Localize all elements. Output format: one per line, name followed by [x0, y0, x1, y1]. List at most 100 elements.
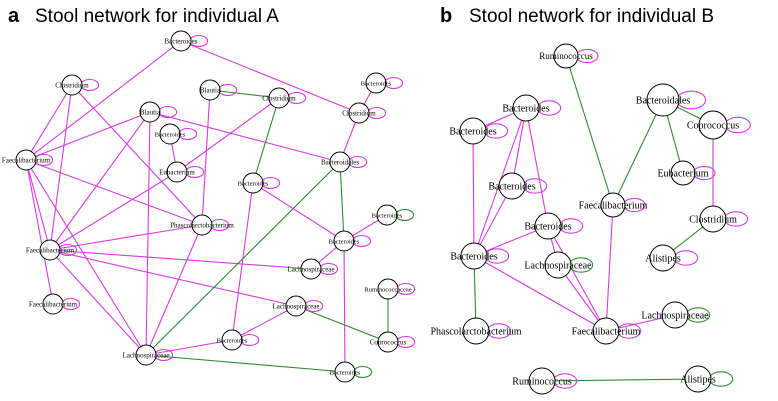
network-edge: [565, 55, 614, 206]
network-edge: [201, 89, 211, 226]
network-node: Bacteroides: [217, 329, 260, 351]
network-node: Faecalibacterium: [2, 149, 54, 171]
network-edge: [25, 111, 151, 161]
network-edge: [612, 99, 664, 206]
node-label: Faecalibacterium: [29, 300, 78, 308]
node-circle: [139, 101, 161, 123]
node-label: Clostridium: [55, 81, 89, 89]
node-label: Lachnospiraceae: [272, 302, 319, 310]
node-circle: [365, 72, 387, 94]
network-node: Ruminococcus: [539, 43, 599, 69]
network-edge: [25, 84, 73, 161]
node-circle: [698, 110, 728, 140]
node-circle: [661, 301, 689, 329]
network-edge: [252, 97, 280, 184]
node-circle: [377, 331, 399, 353]
network-node: Bacteroidales: [636, 83, 707, 117]
network-edge: [343, 240, 346, 373]
network-node: Bacteroides: [329, 230, 372, 252]
node-circle: [135, 344, 157, 366]
node-label: Bacteroides: [524, 222, 571, 233]
network-node: Bacteroides: [449, 117, 509, 145]
network-edge: [49, 224, 203, 251]
node-label: Clostridium: [342, 109, 376, 117]
node-circle: [221, 329, 243, 351]
node-label: Faecalibacterium: [572, 327, 641, 338]
panel-b-letter: b: [440, 5, 452, 27]
node-circle: [159, 123, 181, 145]
network-node: Lachnospiraceae: [524, 251, 594, 279]
network-edge: [149, 111, 341, 163]
node-circle: [61, 74, 83, 96]
network-node: Ruminococcaceae: [364, 278, 416, 300]
network-edge: [25, 159, 203, 226]
node-label: Bacteroides: [217, 337, 248, 344]
node-circle: [699, 205, 727, 233]
network-node: Bacteroidales: [321, 151, 368, 173]
network-edge: [145, 339, 233, 356]
node-label: Bacteroides: [330, 369, 361, 376]
network-node: Coprococcus: [687, 110, 751, 140]
node-label: Faecalibacterium: [26, 246, 75, 254]
network-edge: [557, 264, 607, 332]
node-circle: [459, 117, 487, 145]
node-label: Eubacterium: [657, 169, 708, 180]
panel-a: a Stool network for individual A Bactero…: [2, 5, 416, 383]
node-circle: [39, 239, 61, 261]
network-edge: [472, 130, 475, 257]
network-edge: [25, 159, 147, 356]
network-node: Lachnospiraceae: [272, 295, 324, 317]
node-label: Ruminococcaceae: [364, 286, 411, 293]
node-circle: [649, 244, 677, 272]
network-node: Ruminococcus: [512, 367, 578, 395]
node-circle: [512, 94, 540, 122]
network-edge: [71, 84, 203, 226]
network-edge: [25, 159, 54, 305]
network-edge: [231, 182, 254, 341]
node-circle: [334, 361, 356, 383]
network-node: Eubacterium: [159, 161, 205, 183]
network-edge: [25, 40, 182, 161]
network-edge: [295, 305, 389, 343]
network-edge: [49, 84, 73, 251]
node-circle: [199, 79, 221, 101]
node-circle: [333, 230, 355, 252]
node-circle: [191, 214, 213, 236]
node-label: Alistipes: [645, 254, 681, 265]
network-node: Faecalibacterium: [572, 317, 642, 345]
network-node: Bacteroides: [488, 172, 548, 200]
network-node: Bacteroides: [524, 212, 584, 240]
node-label: Lachnospiraceae: [287, 265, 334, 273]
network-edge: [209, 89, 280, 99]
network-edge: [145, 354, 346, 373]
node-circle: [462, 317, 490, 345]
node-circle: [42, 293, 64, 315]
node-circle: [498, 172, 526, 200]
node-circle: [544, 251, 572, 279]
node-label: Faecalibacterium: [579, 201, 648, 212]
node-label: Eubacterium: [159, 168, 195, 176]
node-label: Bacteroides: [238, 180, 269, 187]
network-node: Bacteroides: [502, 94, 562, 122]
node-circle: [170, 30, 192, 52]
node-circle: [600, 192, 626, 218]
network-node: Clostridium: [55, 74, 100, 96]
node-circle: [528, 367, 556, 395]
network-node: Bacteroides: [372, 204, 415, 226]
network-node: Clostridium: [262, 87, 307, 109]
network-edge: [180, 40, 360, 114]
network-edge: [525, 107, 549, 227]
network-edge: [473, 255, 607, 332]
node-circle: [242, 172, 264, 194]
network-node: Bacteroides: [330, 361, 373, 383]
panel-a-edges: [25, 40, 389, 373]
network-node: Lachnospiraceae: [122, 344, 174, 366]
network-edge: [145, 224, 203, 356]
node-label: Bacteroides: [329, 238, 360, 245]
node-circle: [670, 160, 696, 186]
node-circle: [684, 365, 712, 393]
node-circle: [376, 204, 398, 226]
node-circle: [646, 83, 680, 117]
node-label: Bacteroides: [450, 252, 497, 263]
network-edge: [25, 159, 51, 251]
